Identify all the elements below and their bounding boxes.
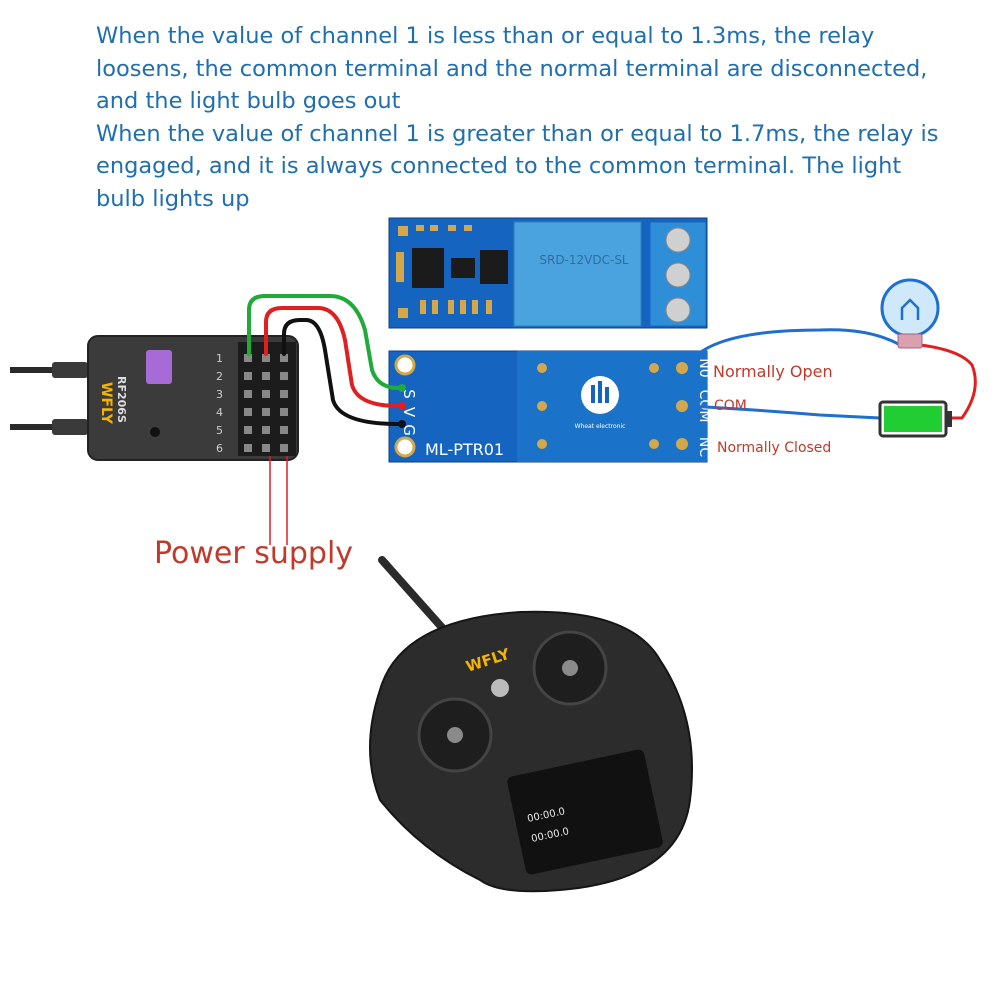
- load-circuit: [686, 278, 977, 438]
- receiver-set-button: [150, 427, 160, 437]
- wire-red-bulb-to-battery: [919, 343, 977, 420]
- channel-label-1: 1: [216, 352, 223, 365]
- signal-wires: [247, 294, 400, 426]
- bulb-base: [897, 333, 923, 349]
- pin-v: [398, 402, 406, 410]
- brand-text: Wheat electronic: [575, 423, 626, 430]
- pin-label-g: G: [400, 424, 418, 436]
- ic-chip-3: [480, 250, 508, 284]
- wire-blue-com-to-battery: [687, 404, 881, 420]
- ic-chip-2: [451, 258, 475, 278]
- channel-label-4: 4: [216, 406, 223, 419]
- label-normally-open: Normally Open: [713, 362, 833, 381]
- relay-part-number: SRD-12VDC-SL: [539, 253, 629, 267]
- description-line-1: When the value of channel 1 is less than…: [96, 23, 928, 114]
- description-line-2: When the value of channel 1 is greater t…: [96, 120, 939, 212]
- power-supply-label: Power supply: [154, 536, 354, 571]
- pin-s: [398, 384, 406, 392]
- pin-label-v: V: [400, 407, 418, 418]
- receiver: WFLY RF206S 1 2 3 4 5 6: [10, 335, 299, 461]
- label-com: COM: [714, 398, 747, 414]
- receiver-brand: WFLY: [98, 382, 114, 425]
- channel-labels: 1 2 3 4 5 6: [216, 352, 223, 455]
- solder-pads: [537, 362, 688, 450]
- left-stick: [447, 727, 463, 743]
- wire-black-ground: [282, 318, 400, 426]
- screw-terminal-3: [665, 297, 691, 323]
- mount-hole-top: [394, 354, 416, 376]
- wire-blue-to-bulb: [686, 328, 901, 366]
- screw-terminal-1: [665, 227, 691, 253]
- wire-red-vcc: [264, 306, 400, 408]
- label-normally-closed: Normally Closed: [717, 440, 832, 456]
- receiver-pins: [244, 354, 288, 452]
- board-model: ML-PTR01: [425, 440, 504, 459]
- pin-label-s: S: [400, 389, 418, 399]
- receiver-model: RF206S: [115, 376, 128, 423]
- description-text: When the value of channel 1 is less than…: [96, 20, 956, 215]
- transmitter-screen: [507, 749, 663, 875]
- light-bulb-icon: [880, 278, 940, 338]
- terminal-no: N0: [696, 358, 712, 377]
- relay-cube: [513, 221, 642, 327]
- mount-hole-bottom: [394, 436, 416, 458]
- battery-charge: [884, 406, 942, 432]
- smd-pads: [396, 225, 492, 318]
- screw-terminal-2: [665, 262, 691, 288]
- right-stick: [562, 660, 578, 676]
- pin-g: [398, 420, 406, 428]
- relay-module-top: SRD-12VDC-SL: [388, 217, 708, 329]
- terminal-nc: NC: [696, 437, 712, 457]
- relay-board-bottom: Wheat electronic S V G ML-PTR01 N0 COM N…: [388, 350, 712, 463]
- channel-label-6: 6: [216, 442, 223, 455]
- channel-label-3: 3: [216, 388, 223, 401]
- receiver-led-sticker: [146, 350, 172, 384]
- channel-label-5: 5: [216, 424, 223, 437]
- ic-chip-1: [412, 248, 444, 288]
- center-knob: [491, 679, 509, 697]
- channel-label-2: 2: [216, 370, 223, 383]
- transmitter: WFLY 00:00.0 00:00.0: [369, 556, 693, 893]
- wire-green-signal: [247, 294, 400, 390]
